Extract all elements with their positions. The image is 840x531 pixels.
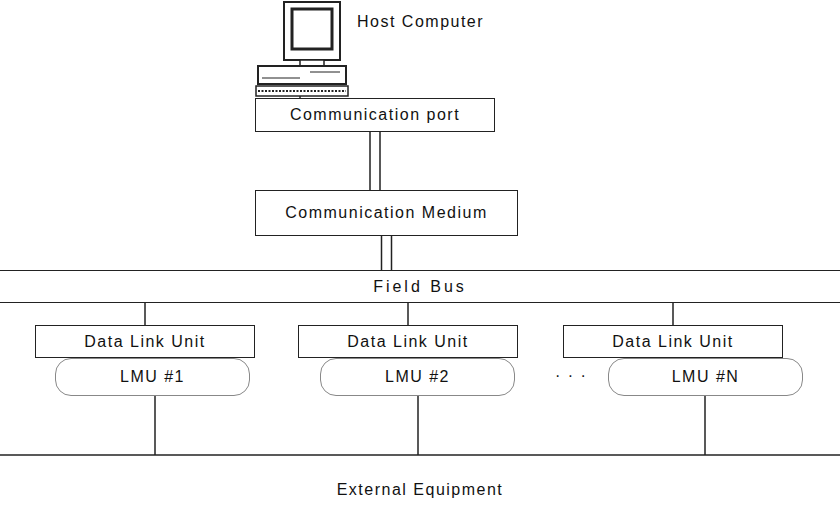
box-text: Data Link Unit [347, 332, 469, 351]
bus-connector [144, 303, 146, 325]
lmu-box: LMU #N [608, 358, 803, 396]
box-text: Communication Medium [285, 203, 488, 222]
box-text: LMU #1 [120, 367, 185, 386]
field-bus-band: Field Bus [0, 270, 840, 303]
box-text: Data Link Unit [612, 332, 734, 351]
ellipsis-label: · · · [555, 366, 587, 385]
box-text: Field Bus [373, 277, 467, 296]
lmu-box: LMU #2 [320, 358, 515, 396]
bus-connector [382, 236, 392, 270]
bus-connector [407, 303, 409, 325]
box-text: Communication port [290, 105, 460, 124]
box-text: LMU #N [672, 367, 740, 386]
host-label: Host Computer [357, 12, 484, 31]
external-equipment-label: External Equipment [337, 480, 504, 499]
box-text: LMU #2 [385, 367, 450, 386]
medium-box: Communication Medium [255, 190, 518, 236]
data-link-box: Data Link Unit [35, 325, 255, 358]
port-box: Communication port [255, 98, 495, 132]
bus-connector [672, 303, 674, 325]
lmu-box: LMU #1 [55, 358, 250, 396]
bus-connector [370, 132, 380, 190]
data-link-box: Data Link Unit [563, 325, 783, 358]
data-link-box: Data Link Unit [298, 325, 518, 358]
box-text: Data Link Unit [84, 332, 206, 351]
